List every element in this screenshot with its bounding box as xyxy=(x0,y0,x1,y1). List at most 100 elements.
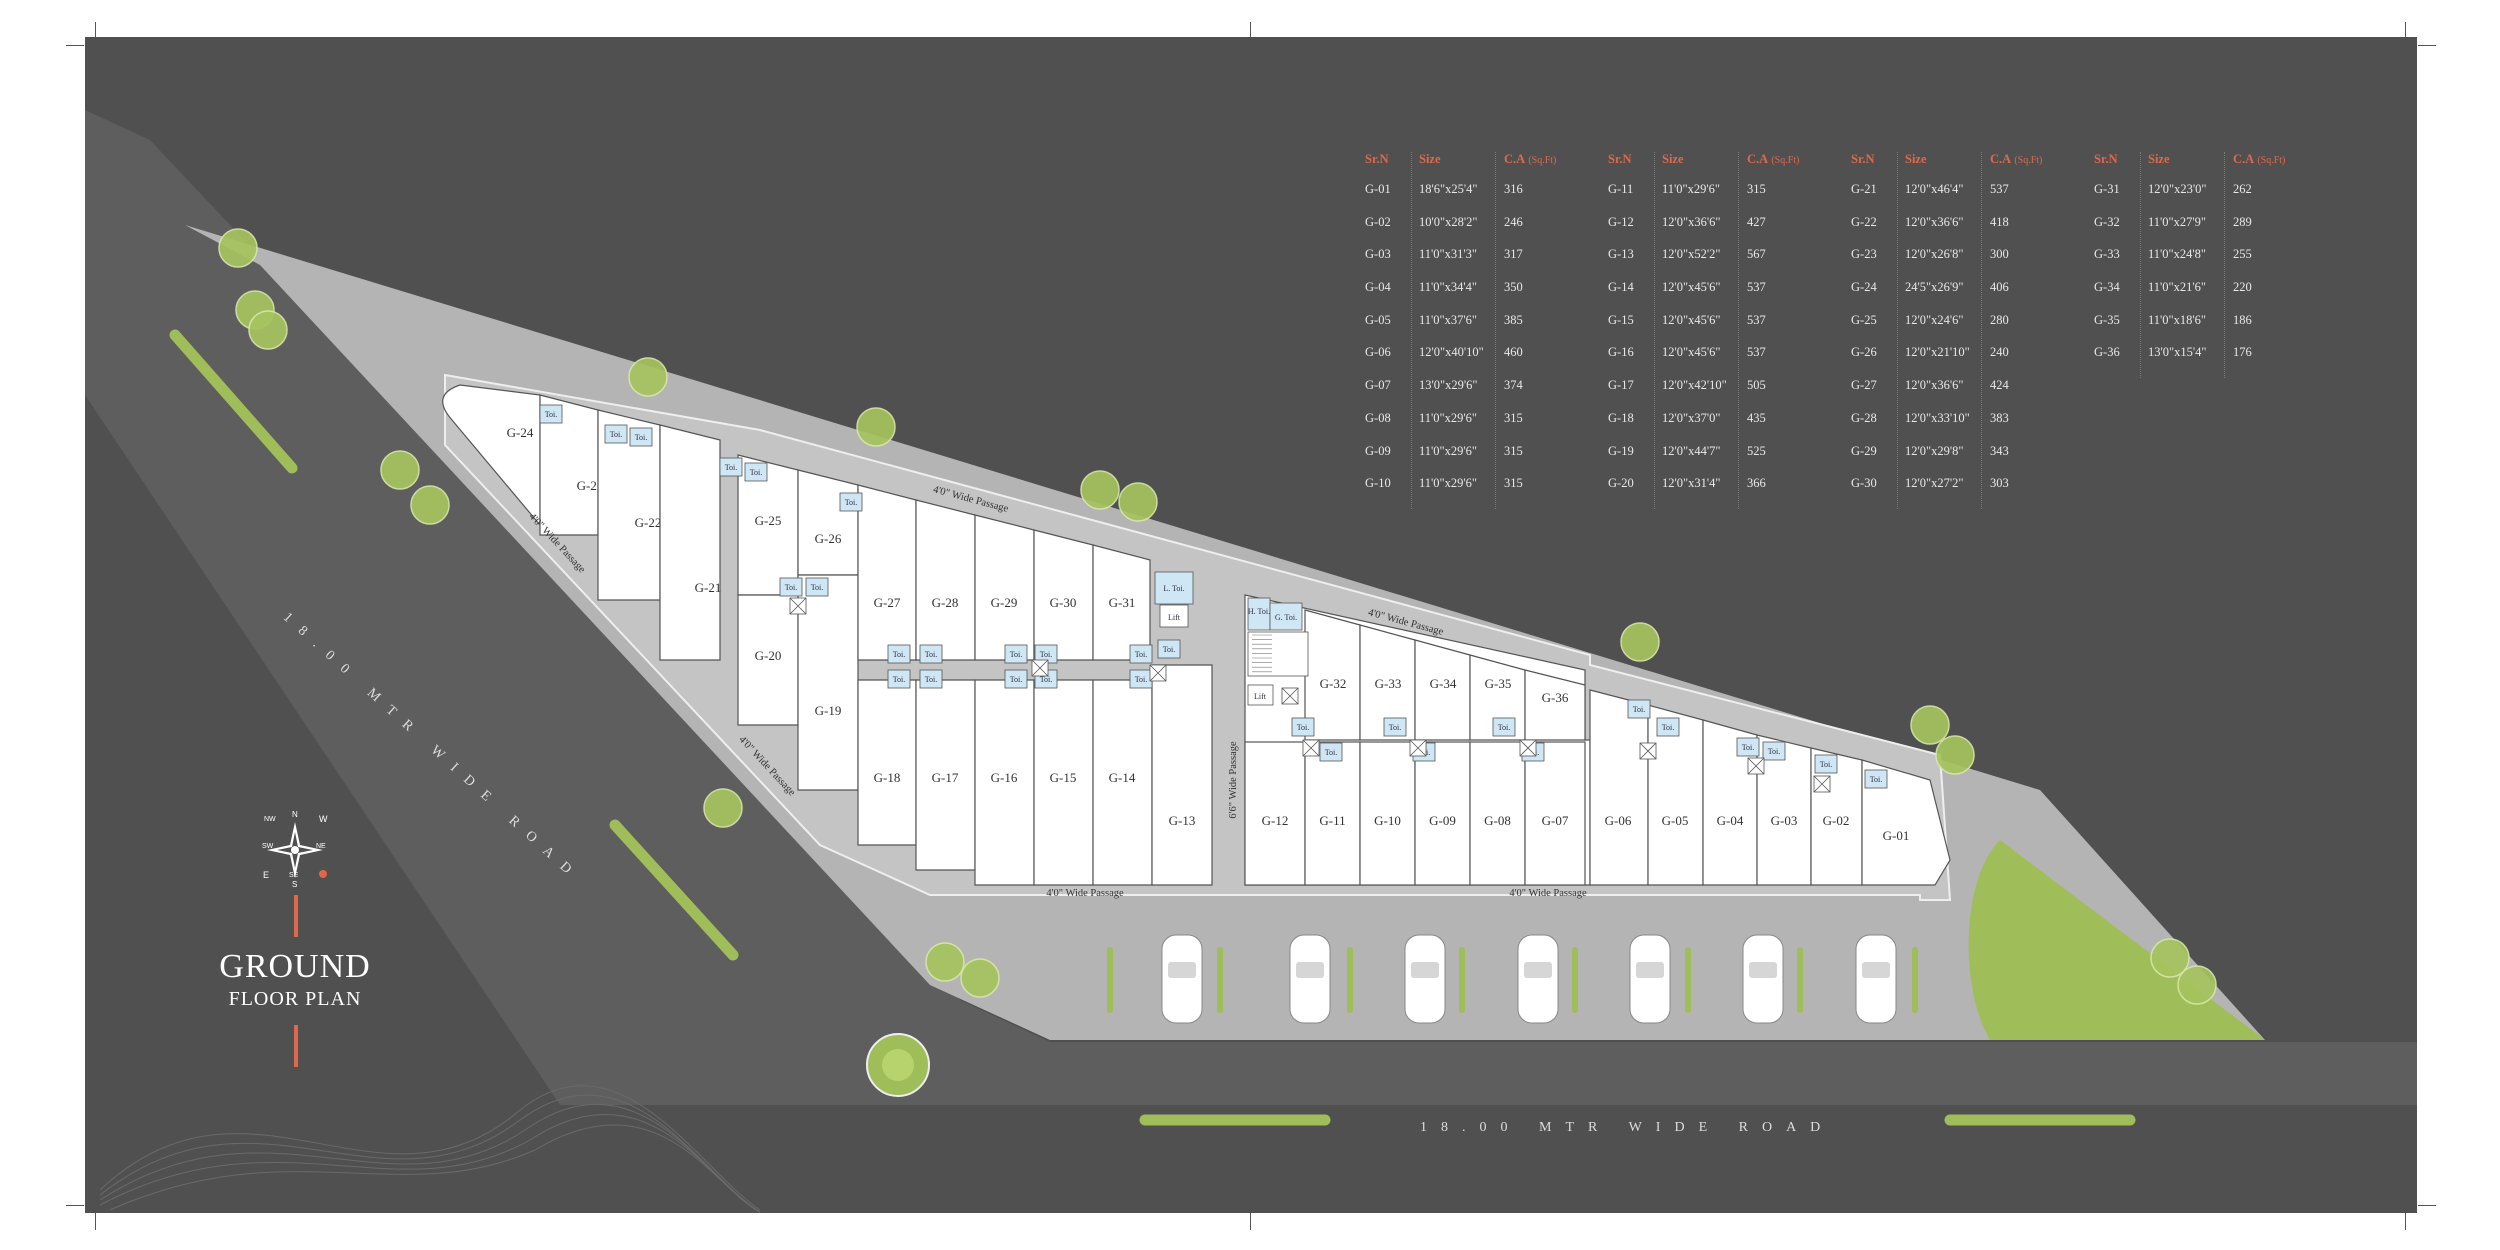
toilet-label: Toi. xyxy=(1870,775,1883,784)
plan-title: GROUND xyxy=(219,948,371,985)
area-table-cell-sr: G-27 xyxy=(1851,378,1877,393)
compass-label-e: E xyxy=(263,870,270,880)
area-table-separator xyxy=(1738,152,1740,509)
area-table-cell-size: 12'0"x36'6" xyxy=(1905,214,1964,229)
area-table-cell-sr: G-09 xyxy=(1365,443,1391,458)
header-size: Size xyxy=(2148,152,2170,166)
header-ca: C.A (Sq.Ft) xyxy=(1504,152,1557,166)
area-table-cell-ca: 537 xyxy=(1990,182,2009,196)
unit-g-11 xyxy=(1304,741,1361,886)
crop-mark-bottom-right xyxy=(2405,1212,2406,1230)
area-table-cell-sr: G-31 xyxy=(2094,182,2120,196)
area-table-separator xyxy=(1897,152,1899,509)
unit-label-g-04: G-04 xyxy=(1717,813,1744,828)
unit-label-g-24: G-24 xyxy=(507,425,534,440)
unit-g-06 xyxy=(1589,689,1649,886)
unit-label-g-07: G-07 xyxy=(1542,813,1569,828)
area-table-cell-ca: 315 xyxy=(1747,182,1766,196)
toilet-block xyxy=(1157,639,1181,659)
unit-label-g-13: G-13 xyxy=(1169,813,1196,828)
road-surface-edge xyxy=(85,110,150,140)
unit-label-g-09: G-09 xyxy=(1429,813,1456,828)
title-accent-lines xyxy=(294,895,298,1067)
toilet-label: Toi. xyxy=(925,650,938,659)
area-table-cell-size: 12'0"x52'2" xyxy=(1662,247,1721,262)
area-table-cell-ca: 303 xyxy=(1990,476,2009,491)
unit-label-g-27: G-27 xyxy=(874,595,901,610)
duct-cross xyxy=(789,597,807,615)
area-table-cell-size: 12'0"x27'2" xyxy=(1905,476,1964,491)
toilet-label: Toi. xyxy=(1040,675,1053,684)
toilet-block xyxy=(1004,669,1028,689)
unit-label-g-36: G-36 xyxy=(1542,690,1569,705)
area-table-cell-ca: 316 xyxy=(1504,182,1523,196)
passage-label-center: 6'6" Wide Passage xyxy=(1228,741,1239,819)
toilet-block xyxy=(1736,737,1760,757)
duct-cross xyxy=(1639,742,1657,760)
toilet-block xyxy=(919,644,943,664)
area-table-cell-sr: G-01 xyxy=(1365,182,1391,196)
unit-label-g-12: G-12 xyxy=(1262,813,1289,828)
duct-cross xyxy=(1813,775,1831,793)
ladies-toilet-block xyxy=(1154,571,1194,605)
crop-mark-right-top xyxy=(2418,45,2436,46)
area-table-cell-sr: G-03 xyxy=(1365,247,1391,262)
lift-box-right xyxy=(1247,684,1274,706)
unit-label-g-25: G-25 xyxy=(755,513,782,528)
crop-mark-top-right xyxy=(2405,22,2406,40)
tree xyxy=(248,310,288,350)
area-table-cell-ca: 317 xyxy=(1504,247,1523,262)
compass-label-sw: SW xyxy=(262,843,274,850)
area-table-cell-sr: G-21 xyxy=(1851,182,1877,196)
crop-mark-bottom-left xyxy=(95,1212,96,1230)
unit-g-27 xyxy=(857,484,917,661)
lift-label-left: Lift xyxy=(1168,613,1181,622)
crop-mark-left-bottom xyxy=(66,1205,84,1206)
area-table-cell-sr: G-07 xyxy=(1365,378,1391,393)
toilet-block xyxy=(1814,754,1838,774)
compass-label-se: SE xyxy=(289,872,299,879)
car-windshield xyxy=(1411,962,1439,978)
area-table-cell-ca: 460 xyxy=(1504,345,1523,360)
unit-label-g-22: G-22 xyxy=(635,515,662,530)
area-table-cell-sr: G-23 xyxy=(1851,247,1877,262)
area-table-cell-ca: 315 xyxy=(1504,443,1523,458)
staircase xyxy=(1247,631,1309,677)
tree xyxy=(628,357,668,397)
crop-mark-top-left xyxy=(95,22,96,40)
area-table-separator xyxy=(1981,152,1983,509)
car-windshield xyxy=(1524,962,1552,978)
area-table-cell-size: 12'0"x46'4" xyxy=(1905,182,1964,196)
area-table-cell-size: 12'0"x29'8" xyxy=(1905,443,1964,458)
header-size: Size xyxy=(1662,152,1684,166)
trees xyxy=(218,228,2217,1005)
lift-box-left xyxy=(1159,604,1189,628)
road-label-bottom: 18.00 MTR WIDE ROAD xyxy=(1420,1120,1835,1135)
toilet-label: Toi. xyxy=(845,498,858,507)
toilet-block xyxy=(1864,769,1888,789)
gents-toilet-block xyxy=(1269,602,1303,631)
area-table-cell-ca: 435 xyxy=(1747,410,1766,425)
area-table-cell-sr: G-32 xyxy=(2094,214,2120,229)
header-size: Size xyxy=(1419,152,1441,166)
unit-label-g-32: G-32 xyxy=(1320,676,1347,691)
area-table-cell-ca: 406 xyxy=(1990,280,2009,295)
toilet-label: Toi. xyxy=(1768,747,1781,756)
toilet-block xyxy=(1383,717,1407,737)
area-table-cell-ca: 537 xyxy=(1747,345,1766,360)
unit-label-g-31: G-31 xyxy=(1109,595,1136,610)
area-table-cell-sr: G-08 xyxy=(1365,410,1391,425)
parked-car xyxy=(1161,934,1203,1024)
area-table-cell-size: 24'5"x26'9" xyxy=(1905,280,1964,295)
area-table-cell-ca: 176 xyxy=(2233,345,2252,360)
lift-label-right: Lift xyxy=(1254,692,1267,701)
toilet-label: Toi. xyxy=(1010,675,1023,684)
toilet-label: Toi. xyxy=(1135,675,1148,684)
toilet-block xyxy=(539,404,563,424)
parked-car xyxy=(1289,934,1331,1024)
area-table-cell-size: 12'0"x36'6" xyxy=(1662,214,1721,229)
unit-label-g-19: G-19 xyxy=(815,703,842,718)
unit-label-g-18: G-18 xyxy=(874,770,901,785)
duct-cross xyxy=(1519,739,1537,757)
